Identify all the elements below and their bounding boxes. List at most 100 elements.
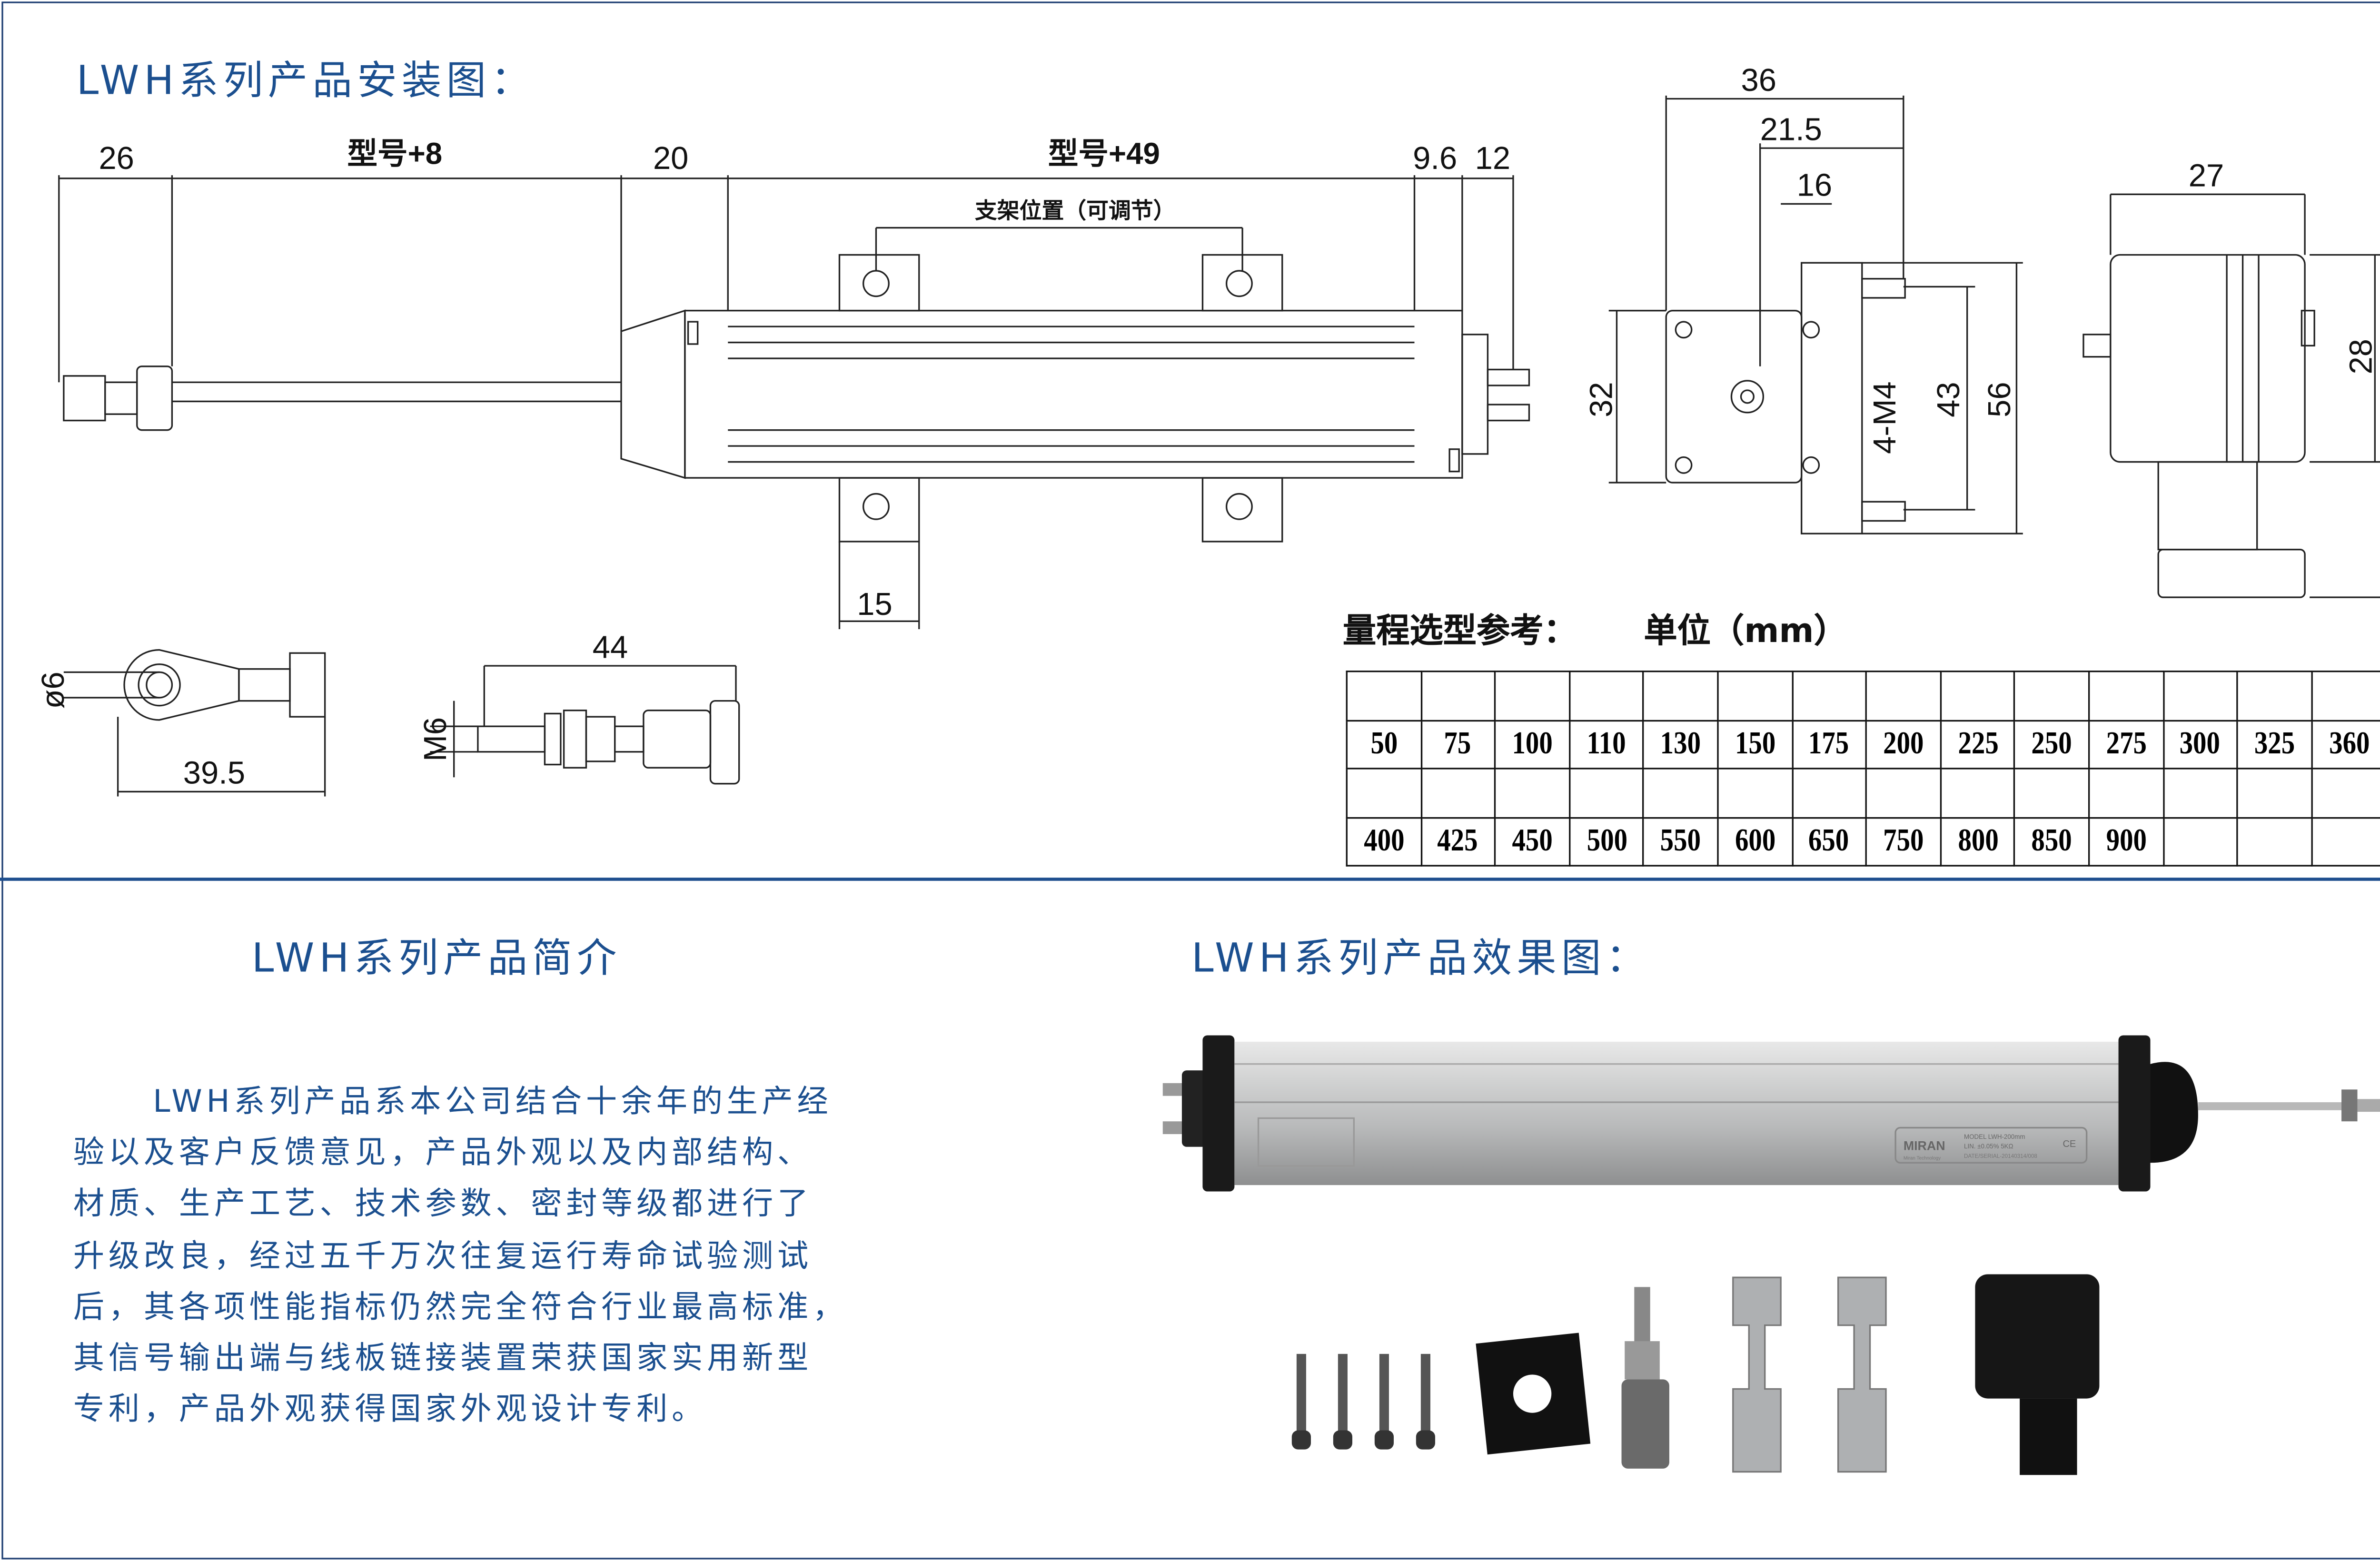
stud-drawing — [430, 665, 740, 785]
range-cell — [2236, 671, 2312, 721]
product-photo: MIRAN Miran Technology MODEL LWH-200mm L… — [1162, 1035, 2380, 1475]
range-cell: 150 — [1717, 719, 1793, 770]
range-value: 225 — [1957, 726, 1998, 761]
dim-39-5: 39.5 — [183, 755, 245, 791]
bracket-position-label: 支架位置（可调节） — [975, 198, 1176, 223]
dim-15: 15 — [857, 586, 892, 622]
accessory-connector — [1975, 1274, 2100, 1475]
dim-phi6: ø6 — [35, 672, 71, 709]
range-cell: 400 — [1346, 816, 1422, 867]
range-cell: 110 — [1568, 719, 1645, 770]
accessory-gasket — [1476, 1333, 1591, 1455]
table-row — [1346, 671, 2380, 721]
product-spec: LIN. ±0.05% 5KΩ — [1964, 1143, 2013, 1150]
main-sensor-drawing — [58, 175, 1530, 630]
product-brand-sub: Miran Technology — [1904, 1156, 1941, 1161]
range-cell: 75 — [1420, 719, 1496, 770]
range-cell — [1865, 768, 1942, 818]
range-cell — [1791, 671, 1867, 721]
range-cell — [1939, 768, 2016, 818]
range-cell: 250 — [2013, 719, 2090, 770]
range-value: 900 — [2105, 823, 2147, 859]
range-cell — [1643, 768, 1719, 818]
range-value: 100 — [1512, 726, 1553, 761]
product-ce-mark: CE — [2063, 1139, 2076, 1149]
range-cell — [1420, 671, 1496, 721]
range-cell: 225 — [1939, 719, 2016, 770]
range-cell — [1568, 768, 1645, 818]
dim-26: 26 — [99, 140, 134, 176]
range-cell: 800 — [1939, 816, 2016, 867]
range-cell — [1346, 671, 1422, 721]
range-cell: 100 — [1494, 719, 1570, 770]
dim-21-5: 21.5 — [1760, 112, 1822, 148]
range-cell — [2013, 768, 2090, 818]
intro-line: 升级改良，经过五千万次往复运行寿命试验测试 — [73, 1237, 813, 1274]
intro-line: 材质、生产工艺、技术参数、密封等级都进行了 — [73, 1186, 813, 1223]
effect-title: LWH系列产品效果图： — [1191, 935, 1651, 981]
dim-32: 32 — [1583, 382, 1619, 417]
intro-title: LWH系列产品简介 — [251, 935, 622, 981]
range-value: 450 — [1512, 823, 1553, 859]
range-value: 75 — [1444, 726, 1472, 761]
range-cell: 175 — [1791, 719, 1867, 770]
range-cell: 850 — [2013, 816, 2090, 867]
dim-20: 20 — [653, 140, 688, 176]
range-value: 400 — [1363, 823, 1404, 859]
range-cell — [2311, 671, 2380, 721]
dim-model-plus-8: 型号+8 — [347, 137, 442, 171]
range-value: 500 — [1586, 823, 1627, 859]
dim-43: 43 — [1931, 382, 1966, 417]
range-cell: 425 — [1420, 816, 1496, 867]
accessory-stud — [1621, 1287, 1669, 1469]
range-cell: 300 — [2162, 719, 2238, 770]
dim-9-6: 9.6 — [1413, 140, 1457, 176]
intro-line: 验以及客户反馈意见，产品外观以及内部结构、 — [73, 1134, 813, 1171]
range-cell: 450 — [1494, 816, 1570, 867]
range-unit-label: 单位（mm） — [1644, 612, 1847, 650]
range-cell — [2162, 768, 2238, 818]
range-cell — [1568, 671, 1645, 721]
section-divider — [0, 878, 2380, 881]
accessory-screws — [1291, 1354, 1436, 1450]
range-value: 110 — [1587, 726, 1626, 761]
range-cell — [1865, 671, 1942, 721]
range-cell — [2088, 671, 2164, 721]
rod-end-drawing — [63, 649, 326, 797]
range-table-title: 量程选型参考：单位（mm） — [1343, 605, 1847, 653]
install-title: LWH系列产品安装图： — [76, 57, 536, 104]
intro-line: 其信号输出端与线板链接装置荣获国家实用新型 — [73, 1339, 813, 1376]
range-cell: 360 — [2311, 719, 2380, 770]
intro-line: LWH系列产品系本公司结合十余年的生产经 — [153, 1083, 833, 1120]
range-cell: 650 — [1791, 816, 1867, 867]
product-serial: DATE/SERIAL-20140314/008 — [1964, 1153, 2037, 1159]
range-cell — [2236, 768, 2312, 818]
range-value: 750 — [1883, 823, 1924, 859]
range-value: 325 — [2254, 726, 2295, 761]
intro-paragraph: LWH系列产品系本公司结合十余年的生产经 验以及客户反馈意见，产品外观以及内部结… — [73, 1077, 933, 1436]
dim-27: 27 — [2189, 158, 2224, 194]
range-value: 200 — [1883, 726, 1924, 761]
range-cell: 750 — [1865, 816, 1942, 867]
product-brand: MIRAN — [1904, 1138, 1945, 1153]
range-cell — [1717, 671, 1793, 721]
table-row — [1346, 768, 2380, 818]
intro-line: 专利，产品外观获得国家外观设计专利。 — [73, 1391, 707, 1428]
range-cell — [1643, 671, 1719, 721]
range-value: 130 — [1660, 726, 1701, 761]
dim-model-plus-49: 型号+49 — [1048, 137, 1160, 171]
side-view-drawing — [1608, 95, 2023, 534]
range-cell — [1717, 768, 1793, 818]
dim-44: 44 — [593, 629, 628, 665]
range-value: 250 — [2031, 726, 2073, 761]
range-cell: 50 — [1346, 719, 1422, 770]
range-value: 550 — [1660, 823, 1701, 859]
range-cell: 200 — [1865, 719, 1942, 770]
range-value: 360 — [2328, 726, 2369, 761]
range-cell — [2311, 768, 2380, 818]
range-cell — [1939, 671, 2016, 721]
